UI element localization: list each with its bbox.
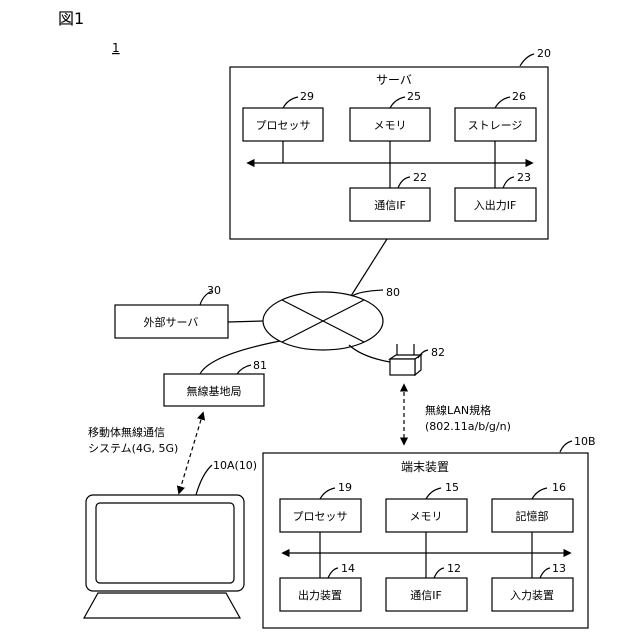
link-extserver-network: [228, 321, 263, 322]
figure-label: 図1: [58, 9, 84, 28]
terminal-input-label: 入力装置: [510, 589, 554, 602]
network-cloud: 80: [263, 286, 400, 350]
network-leader: [352, 290, 383, 296]
terminal-title: 端末装置: [401, 460, 449, 474]
server-memory-ref: 25: [407, 90, 421, 103]
server-storage-ref: 26: [512, 90, 526, 103]
wlan-link-line1: 無線LAN規格: [425, 403, 491, 417]
system-ref: 1: [112, 41, 120, 55]
terminal-processor-ref: 19: [338, 481, 352, 494]
terminal-ref: 10B: [574, 435, 596, 448]
base-station-ref: 81: [253, 359, 267, 372]
access-point-front: [390, 359, 415, 375]
server-io-if-ref: 23: [517, 171, 531, 184]
mobile-link-line1: 移動体無線通信: [88, 425, 165, 439]
external-server-label: 外部サーバ: [144, 315, 199, 329]
terminal-ref-leader: [560, 441, 572, 452]
laptop-screen: [96, 503, 234, 583]
server-comm-if-label: 通信IF: [374, 199, 406, 212]
server-storage-label: ストレージ: [468, 119, 523, 132]
server-processor-ref: 29: [300, 90, 314, 103]
server-title: サーバ: [376, 73, 412, 87]
terminal-memory-label: メモリ: [410, 510, 443, 523]
link-server-network: [351, 239, 387, 296]
laptop-ref: 10A(10): [213, 459, 257, 472]
terminal-input-ref: 13: [552, 562, 566, 575]
laptop-leader: [196, 465, 212, 495]
server-comm-if-ref: 22: [413, 171, 427, 184]
terminal-processor-label: プロセッサ: [293, 510, 348, 523]
base-station-leader: [237, 365, 251, 374]
mobile-wireless-link: [179, 413, 203, 493]
terminal-block: 端末装置 10B プロセッサ 19 メモリ 15 記憶部 16 出力装置 14: [263, 435, 596, 628]
wlan-link-line2: (802.11a/b/g/n): [425, 420, 511, 433]
server-io-if-label: 入出力IF: [474, 198, 517, 212]
link-network-accesspoint: [349, 345, 390, 362]
access-point-ref: 82: [431, 346, 445, 359]
terminal-output-ref: 14: [341, 562, 355, 575]
terminal-memory-ref: 15: [445, 481, 459, 494]
external-server-ref: 30: [207, 284, 221, 297]
link-basestation-network: [200, 341, 280, 374]
server-memory-label: メモリ: [374, 119, 407, 132]
access-point-icon: 82: [390, 344, 445, 375]
server-ref: 20: [537, 47, 551, 60]
laptop-icon: 10A(10): [84, 459, 257, 618]
terminal-comm-if-label: 通信IF: [410, 589, 442, 602]
server-ref-leader: [520, 54, 534, 66]
laptop-keyboard: [84, 593, 240, 618]
server-block: サーバ 20 プロセッサ 29 メモリ 25 ストレージ 26 通信IF 22 …: [230, 47, 551, 239]
mobile-link-line2: システム(4G, 5G): [88, 442, 178, 455]
base-station-label: 無線基地局: [187, 384, 242, 398]
network-ref: 80: [386, 286, 400, 299]
terminal-comm-if-ref: 12: [447, 562, 461, 575]
terminal-storage-ref: 16: [552, 481, 566, 494]
terminal-storage-label: 記憶部: [516, 509, 549, 523]
server-processor-label: プロセッサ: [256, 119, 311, 132]
terminal-output-label: 出力装置: [298, 588, 342, 602]
